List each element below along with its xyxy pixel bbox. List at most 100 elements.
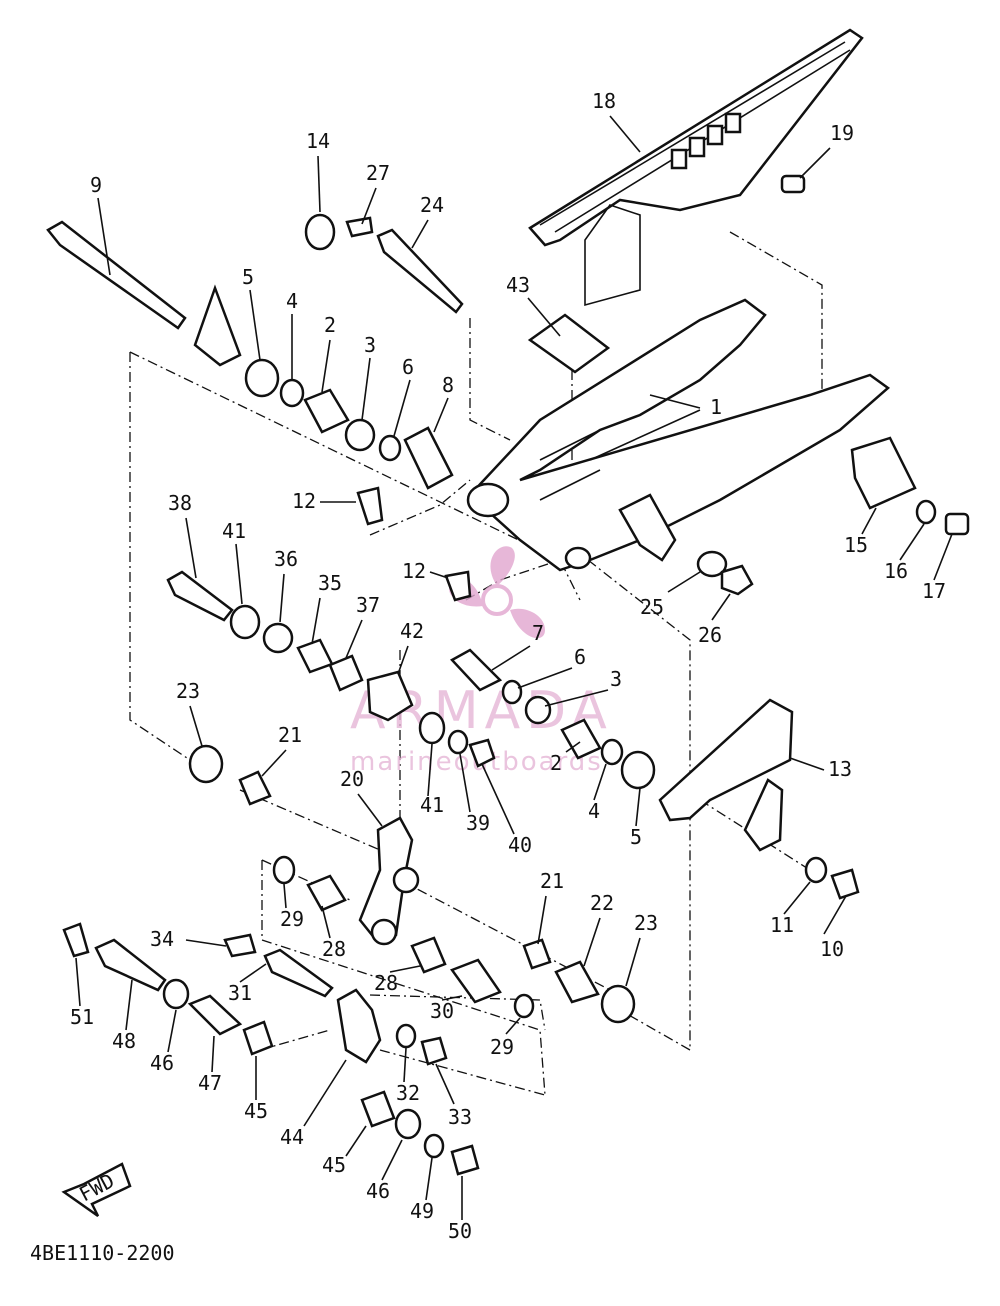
part-4-washer <box>279 378 305 408</box>
callout-10: 10 <box>820 937 844 961</box>
callout-49: 49 <box>410 1199 434 1223</box>
callout-5: 5 <box>242 265 254 289</box>
callout-6: 6 <box>402 355 414 379</box>
part-37-collar <box>328 654 364 692</box>
part-40-nut <box>468 738 496 768</box>
diagram-code: 4BE1110-2200 <box>30 1241 175 1265</box>
callout-34: 34 <box>150 927 174 951</box>
part-45-bushing-2 <box>360 1090 396 1128</box>
callout-11: 11 <box>770 913 794 937</box>
part-12-grease-nipple <box>356 486 384 526</box>
part-28-bushing <box>306 874 347 912</box>
part-3-bearing-2 <box>524 695 552 725</box>
part-9-pivot-shaft <box>46 220 187 330</box>
part-46-oil-seal-2 <box>394 1108 422 1140</box>
callout-33: 33 <box>448 1105 472 1129</box>
callout-46: 46 <box>150 1051 174 1075</box>
part-26-nut <box>720 564 754 596</box>
callout-50: 50 <box>448 1219 472 1243</box>
part-33-nut <box>420 1036 448 1066</box>
callout-4: 4 <box>286 289 298 313</box>
part-7-collar <box>449 648 503 692</box>
callout-42: 42 <box>400 619 424 643</box>
callout-21: 21 <box>278 723 302 747</box>
part-21-bushing <box>238 770 272 806</box>
part-17-bolt <box>944 512 970 536</box>
callout-41: 41 <box>222 519 246 543</box>
callout-31: 31 <box>228 981 252 1005</box>
callout-12: 12 <box>292 489 316 513</box>
parts <box>46 28 970 1176</box>
callout-25: 25 <box>640 595 664 619</box>
callout-2-b: 2 <box>550 751 562 775</box>
part-39-washer <box>447 729 469 755</box>
part-41-oil-seal-2 <box>418 711 446 745</box>
callout-9: 9 <box>90 173 102 197</box>
part-8-collar <box>403 426 454 490</box>
callout-29: 29 <box>280 907 304 931</box>
callout-29-b: 29 <box>490 1035 514 1059</box>
part-44-connecting-rod <box>336 988 382 1064</box>
part-43-seal-guard <box>527 313 611 374</box>
part-29-washer-2 <box>513 993 535 1019</box>
callout-45: 45 <box>244 1099 268 1123</box>
part-30-collar <box>450 958 502 1004</box>
callout-48: 48 <box>112 1029 136 1053</box>
callout-41-b: 41 <box>420 793 444 817</box>
callout-43: 43 <box>506 273 530 297</box>
callout-16: 16 <box>884 559 908 583</box>
part-36-bearing <box>262 622 294 654</box>
part-16-washer <box>915 499 937 525</box>
callout-28-b: 28 <box>374 971 398 995</box>
callout-20: 20 <box>340 767 364 791</box>
leader-lines <box>75 115 953 1220</box>
part-6-washer-2 <box>501 679 523 705</box>
callout-21-b: 21 <box>540 869 564 893</box>
callout-26: 26 <box>698 623 722 647</box>
part-24-bolt <box>376 228 464 314</box>
part-5-oil-seal <box>244 358 280 398</box>
callout-3: 3 <box>364 333 376 357</box>
callout-36: 36 <box>274 547 298 571</box>
callout-5-b: 5 <box>630 825 642 849</box>
callout-37: 37 <box>356 593 380 617</box>
callout-38: 38 <box>168 491 192 515</box>
part-15-chain-puller <box>850 436 917 510</box>
part-50-nut <box>450 1144 480 1176</box>
callout-14: 14 <box>306 129 330 153</box>
part-11-washer <box>804 856 828 884</box>
part-31-bolt <box>263 948 334 998</box>
part-21-bushing-2 <box>522 938 552 970</box>
part-42-connecting-rod-bracket <box>366 670 414 722</box>
callout-4-b: 4 <box>588 799 600 823</box>
callout-24: 24 <box>420 193 444 217</box>
callout-23: 23 <box>176 679 200 703</box>
part-47-collar <box>187 994 243 1036</box>
part-29-washer <box>272 855 296 885</box>
callout-40: 40 <box>508 833 532 857</box>
callout-32: 32 <box>396 1081 420 1105</box>
callout-51: 51 <box>70 1005 94 1029</box>
part-46-oil-seal <box>162 978 190 1010</box>
part-13-arm-plate <box>658 698 794 822</box>
callout-15: 15 <box>844 533 868 557</box>
part-45-bushing <box>242 1020 274 1056</box>
callout-6-b: 6 <box>574 645 586 669</box>
part-25-washer <box>696 550 728 578</box>
part-34-grease-nipple <box>223 933 257 958</box>
part-48-bolt <box>94 938 167 992</box>
part-23-oil-seal-2 <box>600 984 636 1024</box>
part-51-grease-nipple <box>62 922 90 958</box>
callout-30: 30 <box>430 999 454 1023</box>
callout-39: 39 <box>466 811 490 835</box>
callout-47: 47 <box>198 1071 222 1095</box>
callout-28: 28 <box>322 937 346 961</box>
part-3-bearing <box>344 418 376 452</box>
part-5-oil-seal-2 <box>620 750 656 790</box>
callout-19: 19 <box>830 121 854 145</box>
callout-13: 13 <box>828 757 852 781</box>
part-2-bushing-2 <box>560 718 602 760</box>
part-6-washer <box>378 434 402 462</box>
part-49-washer <box>423 1133 445 1159</box>
